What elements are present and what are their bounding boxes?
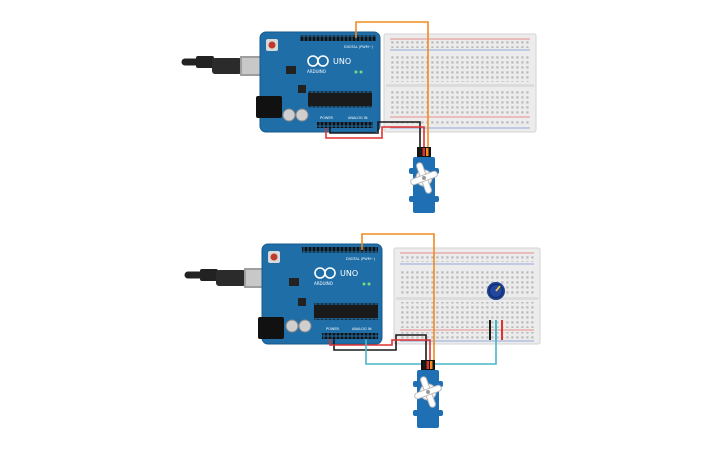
usb-cable-icon[interactable]: [181, 56, 265, 76]
power-wire[interactable]: [325, 126, 425, 150]
board-brand-label: ARDUINO: [314, 281, 333, 286]
digital-header-label: DIGITAL (PWM~): [346, 257, 376, 261]
wires-1: [325, 21, 429, 150]
circuit-1: UNO ARDUINO DIGITAL (PWM~) POWER ANALOG …: [181, 21, 537, 213]
breadboard-2[interactable]: [393, 247, 541, 345]
potentiometer-icon[interactable]: [487, 282, 505, 340]
board-brand-label: ARDUINO: [307, 69, 326, 74]
board-model-label: UNO: [333, 57, 351, 66]
arduino-logo-icon: [307, 55, 329, 67]
breadboard-1[interactable]: [383, 33, 537, 133]
power-header-label: POWER: [326, 327, 340, 331]
signal-wire[interactable]: [361, 233, 435, 362]
arduino-board-1[interactable]: UNO ARDUINO DIGITAL (PWM~) POWER ANALOG …: [256, 31, 381, 133]
analog-header-label: ANALOG IN: [352, 327, 372, 331]
analog-header-label: ANALOG IN: [348, 116, 368, 120]
circuit-2: UNO ARDUINO DIGITAL (PWM~) POWER ANALOG …: [184, 233, 541, 428]
signal-wire[interactable]: [355, 21, 429, 150]
servo-motor-icon[interactable]: [409, 147, 439, 213]
servo-motor-icon[interactable]: [413, 360, 443, 428]
digital-header-label: DIGITAL (PWM~): [344, 45, 374, 49]
board-model-label: UNO: [340, 269, 358, 278]
arduino-board-2[interactable]: UNO ARDUINO DIGITAL (PWM~) POWER ANALOG …: [258, 243, 383, 345]
usb-cable-icon[interactable]: [184, 268, 269, 288]
power-header-label: POWER: [320, 116, 334, 120]
arduino-logo-icon: [314, 267, 336, 279]
power-wire[interactable]: [329, 339, 431, 362]
